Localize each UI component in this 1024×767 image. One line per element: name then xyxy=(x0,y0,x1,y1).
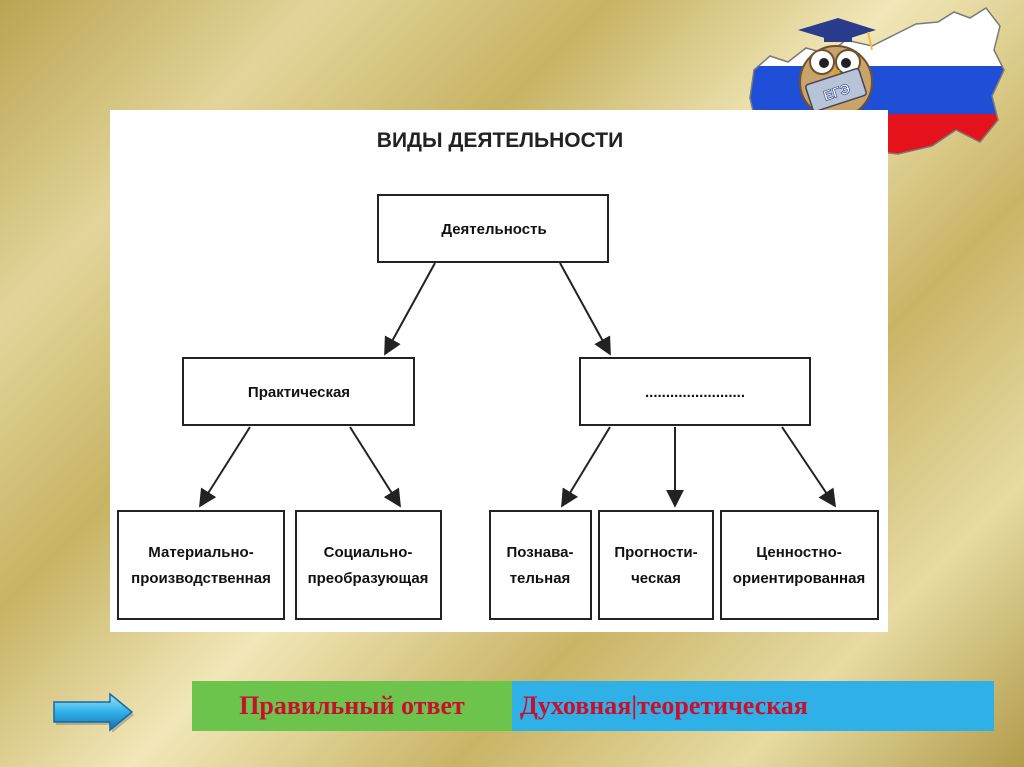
node-label-line: Социально- xyxy=(324,544,413,561)
node-root: Деятельность xyxy=(377,194,609,263)
node-value: Ценностно-ориентированная xyxy=(720,510,879,620)
answer-label: Правильный ответ xyxy=(192,681,512,731)
node-practical-label: Практическая xyxy=(248,384,350,401)
next-arrow-button[interactable] xyxy=(50,692,136,732)
arrow-hidden-cognitive xyxy=(561,426,611,508)
node-prognostic: Прогности-ческая xyxy=(598,510,714,620)
node-cognitive-label: Познава-тельная xyxy=(507,544,574,587)
node-label-line: Практическая xyxy=(248,384,350,401)
node-label-line: ориентированная xyxy=(733,570,865,587)
arrow-hidden-value xyxy=(781,426,837,508)
node-label-line: ческая xyxy=(631,570,681,587)
node-label-line: Материально- xyxy=(148,544,253,561)
node-material-label: Материально-производственная xyxy=(131,544,271,587)
arrow-root-hidden xyxy=(559,262,611,356)
arrow-root-practical xyxy=(384,262,436,356)
node-value-label: Ценностно-ориентированная xyxy=(733,544,865,587)
owl-graduate-icon: ЕГЭ xyxy=(798,18,876,121)
node-root-label: Деятельность xyxy=(441,221,546,238)
node-label-line: производственная xyxy=(131,570,271,587)
node-label-line: преобразующая xyxy=(308,570,429,587)
node-material: Материально-производственная xyxy=(117,510,285,620)
node-label-line: тельная xyxy=(510,570,571,587)
arrow-right-icon xyxy=(53,692,134,732)
arrow-practical-material xyxy=(199,426,251,508)
node-label-line: Деятельность xyxy=(441,221,546,238)
node-label-line: Ценностно- xyxy=(756,544,841,561)
node-label-line: Прогности- xyxy=(614,544,697,561)
node-social: Социально-преобразующая xyxy=(295,510,442,620)
activity-types-diagram: ВИДЫ ДЕЯТЕЛЬНОСТИ Деятельность Практичес… xyxy=(117,129,879,620)
node-prognostic-label: Прогности-ческая xyxy=(614,544,697,587)
diagram-title: ВИДЫ ДЕЯТЕЛЬНОСТИ xyxy=(377,129,623,152)
answer-bar: Правильный ответ Духовная|теоретическая xyxy=(192,681,994,731)
diagram-panel: ВИДЫ ДЕЯТЕЛЬНОСТИ Деятельность Практичес… xyxy=(110,110,888,632)
node-hidden: ........................ xyxy=(579,357,811,426)
connectors xyxy=(199,262,837,508)
arrow-practical-social xyxy=(349,426,401,508)
node-label-line: ........................ xyxy=(645,384,745,401)
answer-value: Духовная|теоретическая xyxy=(512,681,994,731)
node-cognitive: Познава-тельная xyxy=(489,510,592,620)
node-practical: Практическая xyxy=(182,357,415,426)
node-social-label: Социально-преобразующая xyxy=(308,544,429,587)
node-hidden-label: ........................ xyxy=(645,384,745,401)
node-label-line: Познава- xyxy=(507,544,574,561)
